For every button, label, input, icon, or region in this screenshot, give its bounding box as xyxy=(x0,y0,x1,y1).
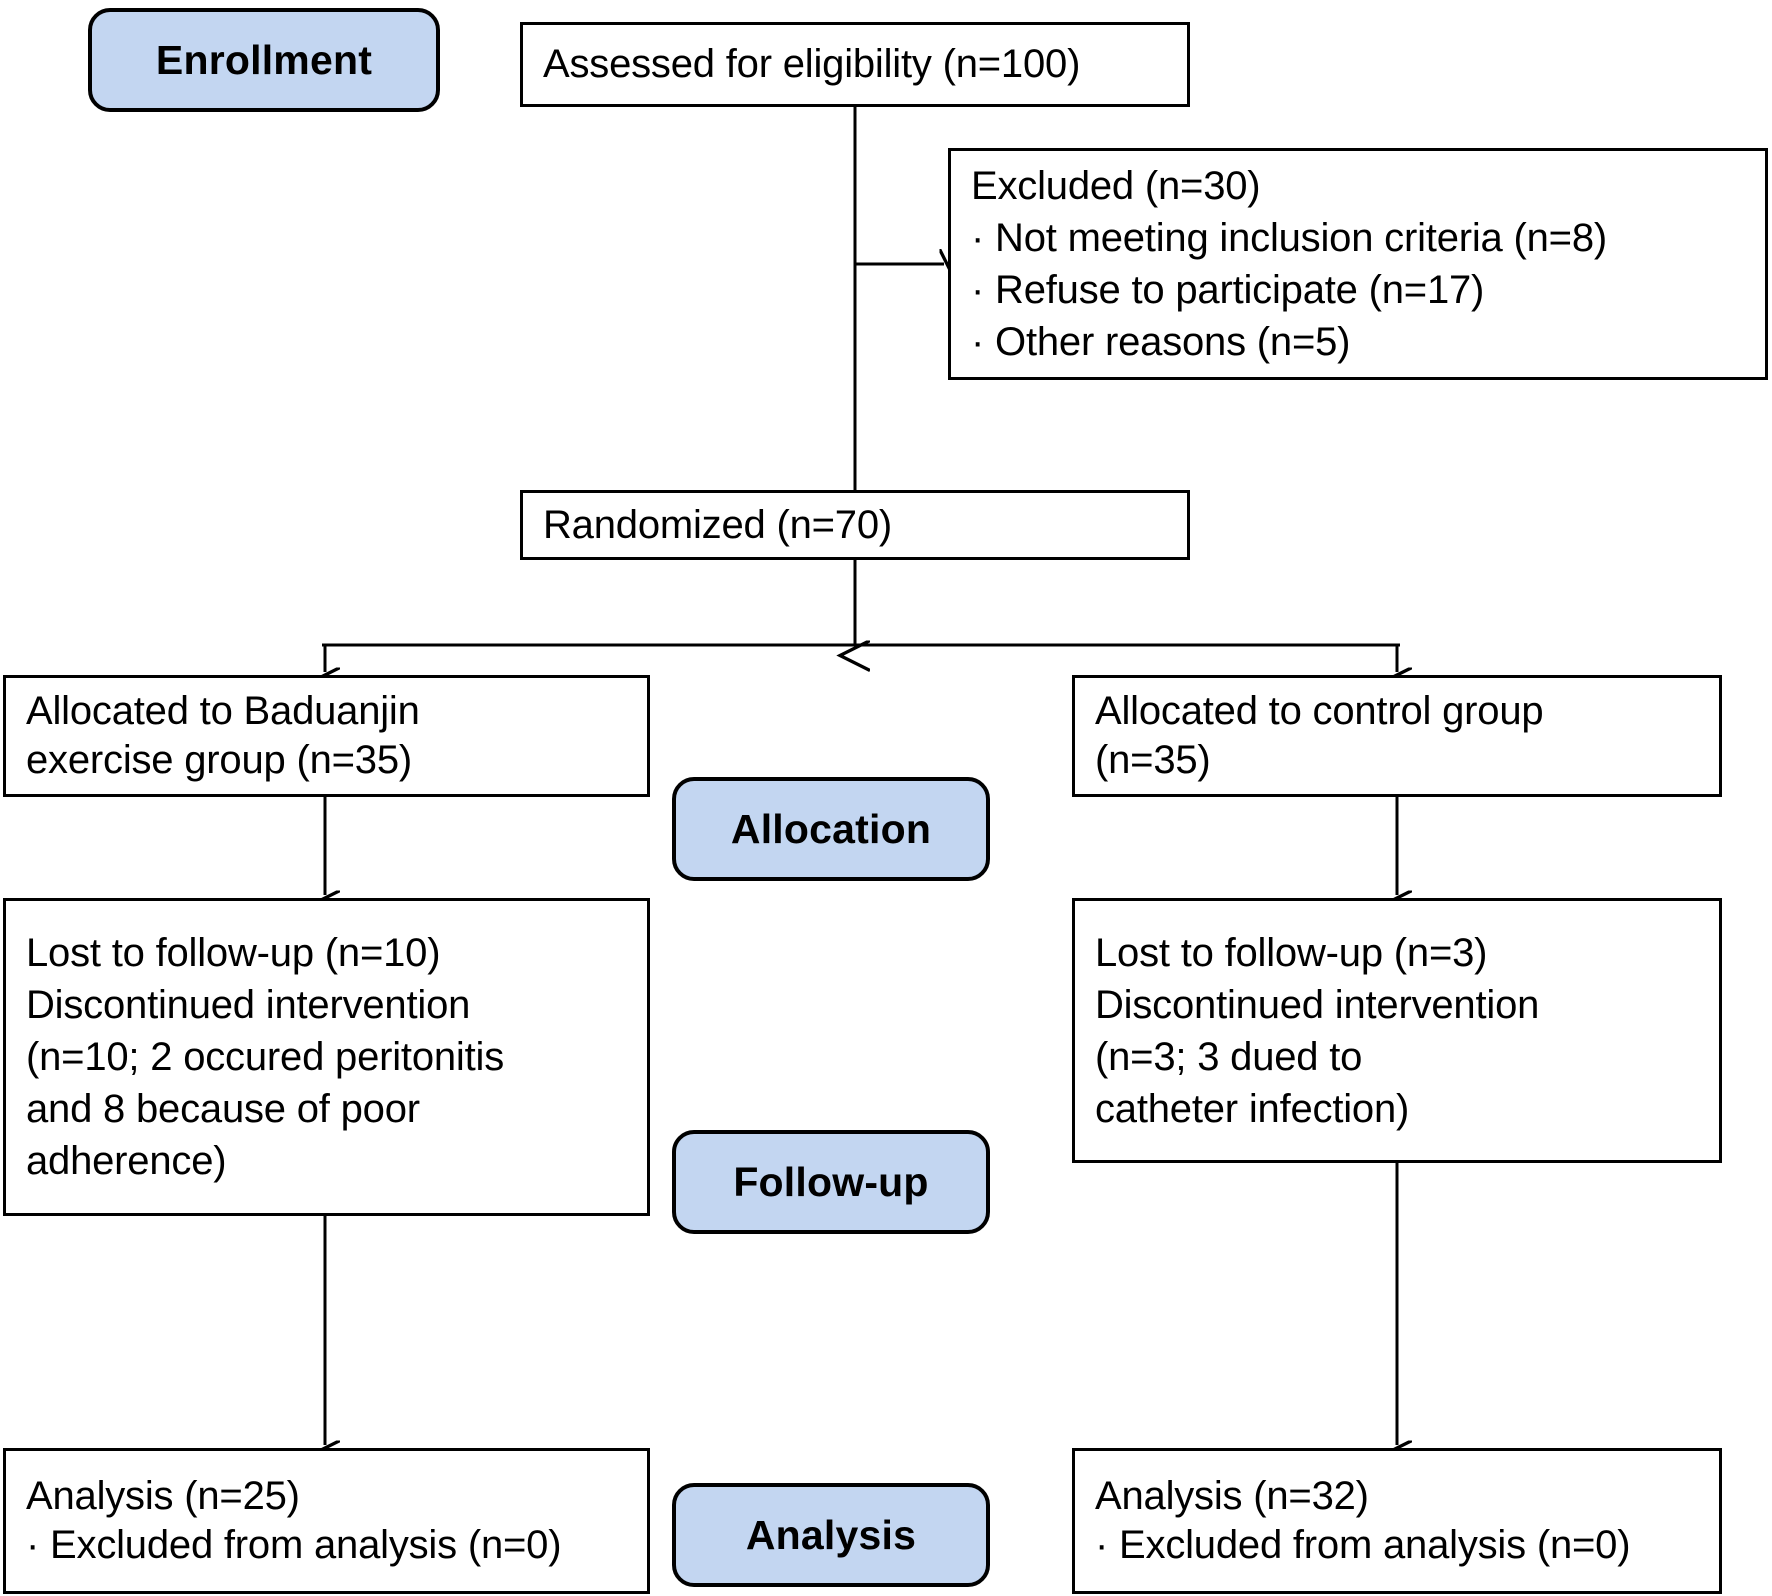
stage-label-allocation-text: Allocation xyxy=(730,805,932,852)
analysis-left-line-2: · Excluded from analysis (n=0) xyxy=(26,1523,562,1567)
stage-label-analysis: Analysis xyxy=(672,1483,990,1587)
followup-right-line-2: Discontinued intervention xyxy=(1095,982,1540,1027)
stage-label-enrollment: Enrollment xyxy=(88,8,440,112)
followup-left-line-3: (n=10; 2 occured peritonitis xyxy=(26,1035,505,1079)
allocated-right-line-2: (n=35) xyxy=(1095,738,1211,782)
node-allocated-control-group: Allocated to control group (n=35) xyxy=(1072,675,1722,797)
stage-label-followup-text: Follow-up xyxy=(733,1158,929,1205)
followup-left-line-4: and 8 because of poor xyxy=(26,1087,420,1131)
followup-right-line-4: catheter infection) xyxy=(1095,1086,1410,1131)
analysis-left-line-1: Analysis (n=25) xyxy=(26,1474,300,1519)
node-followup-baduanjin-group: Lost to follow-up (n=10) Discontinued in… xyxy=(3,898,650,1216)
analysis-right-line-2: · Excluded from analysis (n=0) xyxy=(1095,1523,1631,1567)
followup-left-line-5: adherence) xyxy=(26,1139,227,1183)
excluded-line-1: Excluded (n=30) xyxy=(971,164,1261,208)
excluded-line-3: · Refuse to participate (n=17) xyxy=(971,268,1485,312)
followup-right-line-3: (n=3; 3 dued to xyxy=(1095,1034,1363,1079)
analysis-right-line-1: Analysis (n=32) xyxy=(1095,1474,1369,1519)
node-excluded: Excluded (n=30) · Not meeting inclusion … xyxy=(948,148,1768,380)
node-analysis-control-group: Analysis (n=32) · Excluded from analysis… xyxy=(1072,1448,1722,1594)
followup-left-line-1: Lost to follow-up (n=10) xyxy=(26,931,441,975)
stage-label-allocation: Allocation xyxy=(672,777,990,881)
node-followup-control-group: Lost to follow-up (n=3) Discontinued int… xyxy=(1072,898,1722,1163)
node-analysis-baduanjin-group: Analysis (n=25) · Excluded from analysis… xyxy=(3,1448,650,1594)
allocated-left-line-2: exercise group (n=35) xyxy=(26,738,413,782)
node-randomized: Randomized (n=70) xyxy=(520,490,1190,560)
stage-label-enrollment-text: Enrollment xyxy=(155,36,373,83)
assessed-line-1: Assessed for eligibility (n=100) xyxy=(543,42,1081,87)
excluded-line-4: · Other reasons (n=5) xyxy=(971,320,1351,364)
followup-left-line-2: Discontinued intervention xyxy=(26,983,471,1027)
node-allocated-baduanjin-group: Allocated to Baduanjin exercise group (n… xyxy=(3,675,650,797)
stage-label-followup: Follow-up xyxy=(672,1130,990,1234)
allocated-left-line-1: Allocated to Baduanjin xyxy=(26,689,420,734)
followup-right-line-1: Lost to follow-up (n=3) xyxy=(1095,930,1488,975)
node-assessed-for-eligibility: Assessed for eligibility (n=100) xyxy=(520,22,1190,107)
excluded-line-2: · Not meeting inclusion criteria (n=8) xyxy=(971,216,1607,260)
randomized-line-1: Randomized (n=70) xyxy=(543,502,893,547)
stage-label-analysis-text: Analysis xyxy=(745,1511,917,1558)
allocated-right-line-1: Allocated to control group xyxy=(1095,689,1544,734)
